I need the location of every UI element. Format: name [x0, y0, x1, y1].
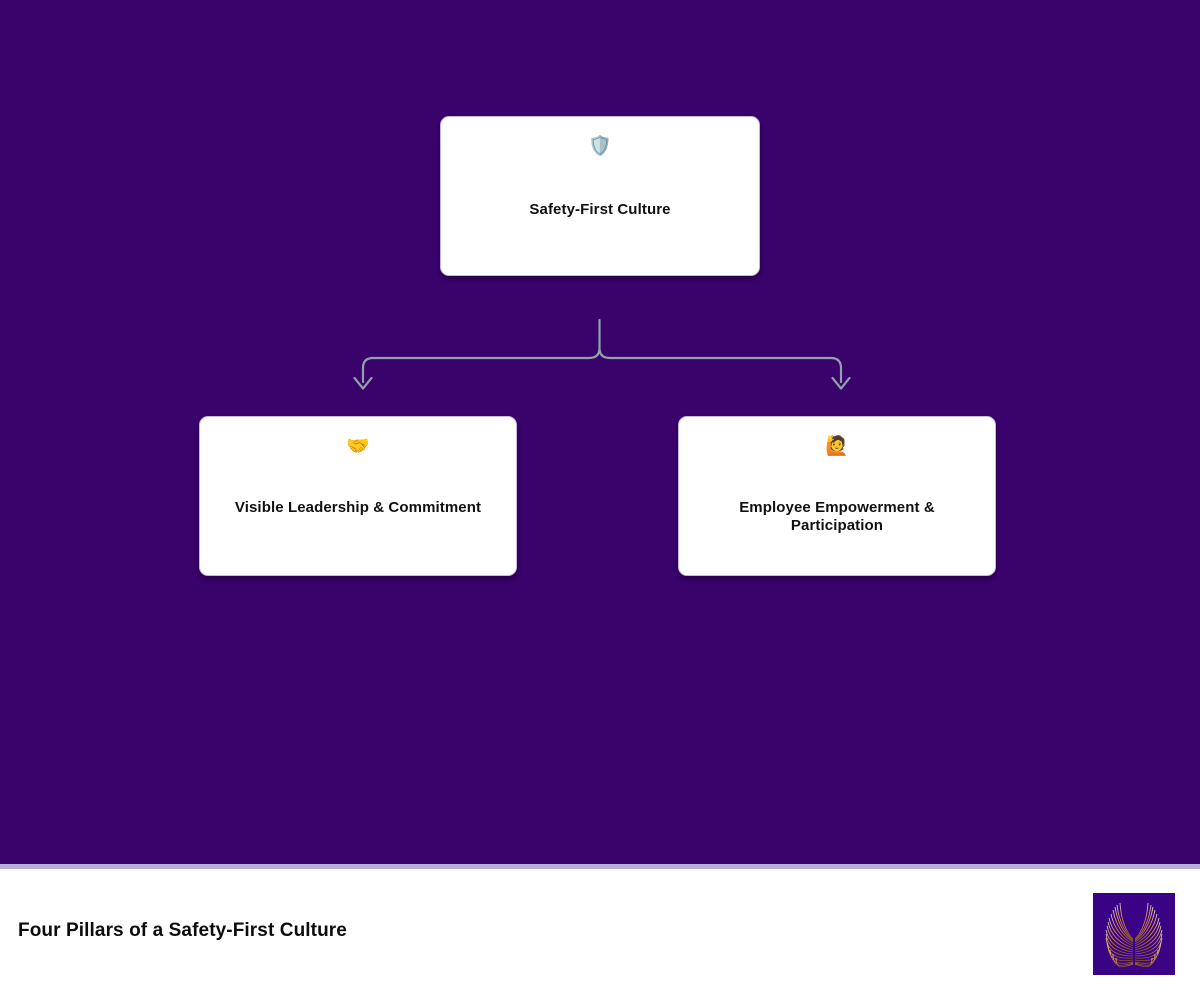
node-label: Employee Empowerment & Participation: [739, 499, 935, 534]
diagram-canvas: 🛡️ Safety-First Culture 🤝 Visible Leader…: [0, 0, 1200, 864]
footer-bar: Four Pillars of a Safety-First Culture: [0, 869, 1200, 1000]
node-visible-leadership-commitment[interactable]: 🤝 Visible Leadership & Commitment: [199, 416, 517, 576]
node-employee-empowerment-participation[interactable]: 🙋 Employee Empowerment & Participation: [678, 416, 996, 576]
arrowhead-left: [353, 376, 373, 390]
person-raising-hand-icon: 🙋: [825, 435, 849, 457]
node-label: Visible Leadership & Commitment: [234, 499, 482, 516]
node-safety-first-culture[interactable]: 🛡️ Safety-First Culture: [440, 116, 760, 276]
connector-branch-left: [361, 346, 601, 384]
shield-icon: 🛡️: [588, 135, 612, 157]
node-label: Safety-First Culture: [529, 201, 671, 218]
connector-branch-right: [598, 346, 843, 384]
footer-divider: [0, 864, 1200, 869]
brand-logo-wings: [1093, 893, 1175, 975]
page-title: Four Pillars of a Safety-First Culture: [18, 920, 347, 941]
handshake-icon: 🤝: [346, 435, 370, 457]
arrowhead-right: [831, 376, 851, 390]
